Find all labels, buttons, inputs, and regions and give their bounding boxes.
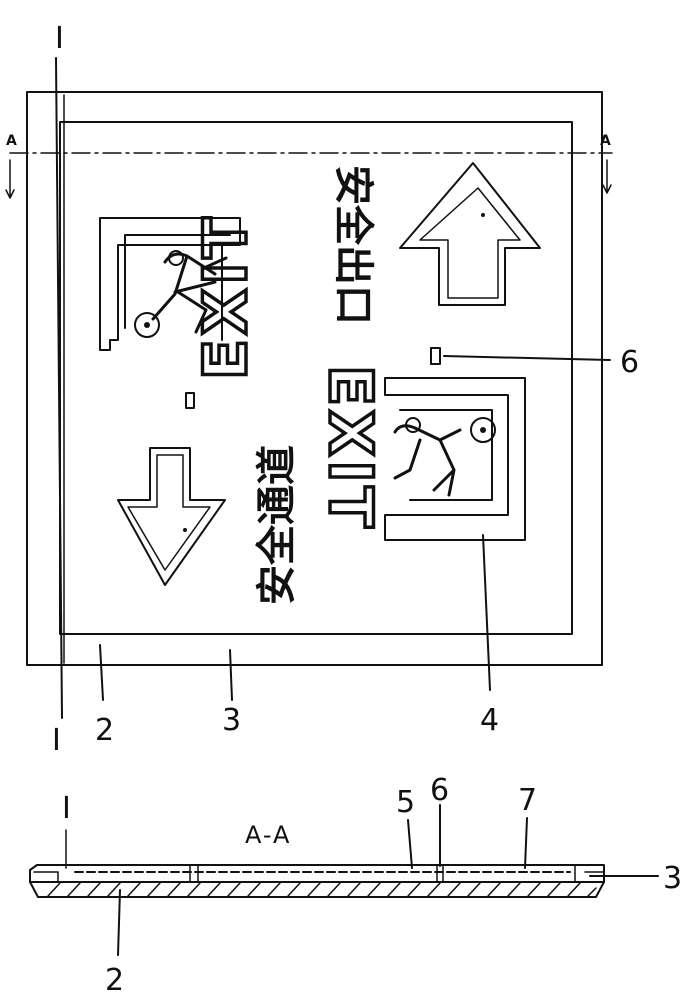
callout-4: 4 [480,703,499,738]
exit-symbol-lower-right [384,377,526,541]
connector-6 [430,347,441,365]
chinese-upper-group: 安全出口 [330,165,376,325]
section-mark-right: A [600,133,611,149]
section-view: A-A I 5 6 7 3 2 [29,773,682,998]
section-label-3: 3 [663,861,682,896]
section-line-vertical [55,57,63,719]
front-view: I I A A EXIT 安全出口 [5,21,639,758]
callout-3: 3 [222,703,241,738]
section-line-bottom-label: I [52,723,61,758]
exit-text-upper-group: EXIT [189,212,263,382]
chinese-passage-text: 安全通道 [254,445,300,605]
exit-text-upper: EXIT [191,214,261,381]
callout-6: 6 [620,345,639,380]
chinese-exit-text: 安全出口 [330,165,376,325]
section-title: A-A [245,821,291,849]
base-hatching [47,882,597,897]
chinese-lower-group: 安全通道 [254,445,300,605]
section-label-7: 7 [518,783,537,818]
section-label-6: 6 [430,773,449,808]
exit-text-lower-group: EXIT [313,363,387,533]
section-label-2: 2 [105,963,124,998]
section-mark-left: A [6,133,17,149]
arrow-down [117,447,226,586]
section-view-label-1: I [62,791,71,826]
exit-text-lower: EXIT [315,365,385,532]
arrow-up [399,162,541,306]
callout-2: 2 [95,713,114,748]
exit-symbol-upper-left [99,217,241,409]
section-line-top-label: I [55,21,64,56]
section-label-5: 5 [396,785,415,820]
outer-frame [26,91,603,666]
inner-panel [59,121,573,635]
